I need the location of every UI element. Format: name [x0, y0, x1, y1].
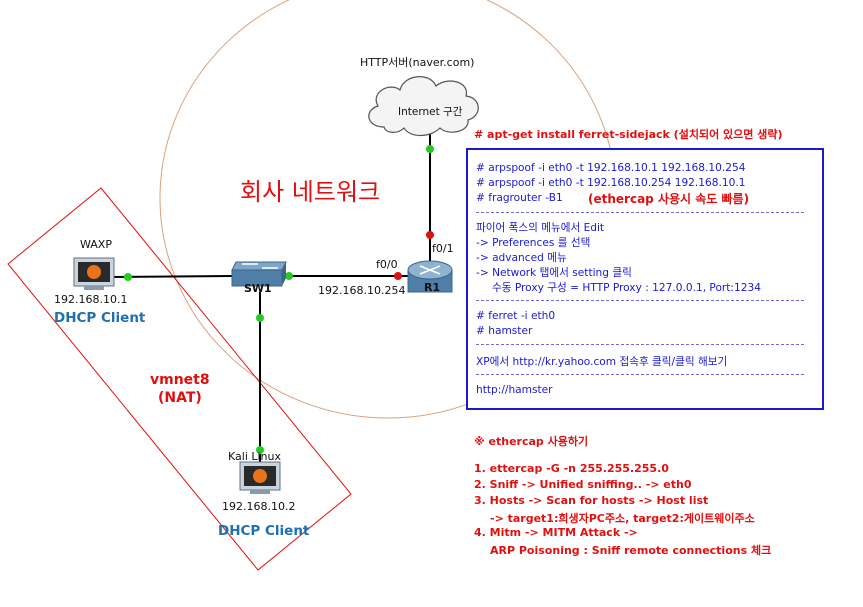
port-dot-red	[394, 272, 402, 280]
apt-get-note: # apt-get install ferret-sidejack (설치되어 …	[474, 128, 783, 141]
internet-cloud-icon	[368, 76, 479, 137]
router-icon	[407, 260, 453, 293]
ettercap-speed-note: (ethercap 사용시 속도 빠름)	[588, 192, 750, 206]
cmd-arpspoof-1: # arpspoof -i eth0 -t 192.168.10.1 192.1…	[476, 162, 746, 174]
r1-ip: 192.168.10.254	[318, 284, 406, 297]
ettercap-step-2: 2. Sniff -> Unified sniffing.. -> eth0	[474, 478, 692, 491]
interface-f0-0: f0/0	[376, 258, 398, 271]
ettercap-step-3: 3. Hosts -> Scan for hosts -> Host list	[474, 494, 709, 507]
firefox-step-2: -> Preferences 를 선택	[476, 237, 591, 249]
waxp-ip: 192.168.10.1	[54, 293, 128, 306]
kali-role: DHCP Client	[218, 523, 310, 539]
ettercap-step-4: 4. Mitm -> MITM Attack ->	[474, 526, 638, 539]
cmd-fragrouter: # fragrouter -B1	[476, 192, 563, 204]
port-dot	[285, 272, 293, 280]
firefox-step-5: 수동 Proxy 구성 = HTTP Proxy : 127.0.0.1, Po…	[492, 282, 761, 294]
port-dot	[426, 145, 434, 153]
hamster-url: http://hamster	[476, 384, 553, 396]
ettercap-step-3b: -> target1:희생자PC주소, target2:게이트웨이주소	[490, 512, 755, 525]
link-waxp-sw1	[111, 275, 233, 278]
switch-icon	[231, 261, 287, 287]
port-dot	[124, 273, 132, 281]
port-dot	[256, 446, 264, 454]
kali-ip: 192.168.10.2	[222, 500, 296, 513]
ettercap-step-1: 1. ettercap -G -n 255.255.255.0	[474, 462, 669, 475]
separator	[476, 300, 804, 301]
interface-f0-1: f0/1	[432, 242, 454, 255]
vmnet8-label: vmnet8	[150, 372, 210, 388]
nat-label: (NAT)	[158, 390, 202, 406]
kali-name: Kali Linux	[228, 450, 282, 463]
waxp-role: DHCP Client	[54, 310, 146, 326]
ettercap-step-4b: ARP Poisoning : Sniff remote connections…	[490, 544, 772, 557]
sw1-name: SW1	[244, 282, 272, 295]
command-box: # arpspoof -i eth0 -t 192.168.10.1 192.1…	[466, 148, 824, 410]
firefox-step-4: -> Network 탭에서 setting 클릭	[476, 267, 632, 279]
internet-label: Internet 구간	[398, 106, 463, 118]
separator	[476, 212, 804, 213]
cmd-hamster: # hamster	[476, 325, 533, 337]
xp-instruction: XP에서 http://kr.yahoo.com 접속후 클릭/클릭 해보기	[476, 356, 728, 368]
port-dot-red	[426, 231, 434, 239]
http-server-label: HTTP서버(naver.com)	[360, 56, 475, 69]
separator	[476, 374, 804, 375]
port-dot	[256, 314, 264, 322]
ettercap-title: ※ ethercap 사용하기	[474, 435, 589, 448]
computer-icon	[73, 257, 115, 290]
cmd-arpspoof-2: # arpspoof -i eth0 -t 192.168.10.254 192…	[476, 177, 746, 189]
vmnet8-boundary	[7, 187, 352, 571]
separator	[476, 344, 804, 345]
computer-icon	[239, 461, 281, 494]
r1-name: R1	[424, 281, 441, 294]
cmd-ferret: # ferret -i eth0	[476, 310, 556, 322]
waxp-name: WAXP	[80, 238, 112, 251]
firefox-step-1: 파이어 폭스의 메뉴에서 Edit	[476, 222, 605, 234]
company-network-label: 회사 네트워크	[240, 178, 381, 206]
firefox-step-3: -> advanced 메뉴	[476, 252, 567, 264]
